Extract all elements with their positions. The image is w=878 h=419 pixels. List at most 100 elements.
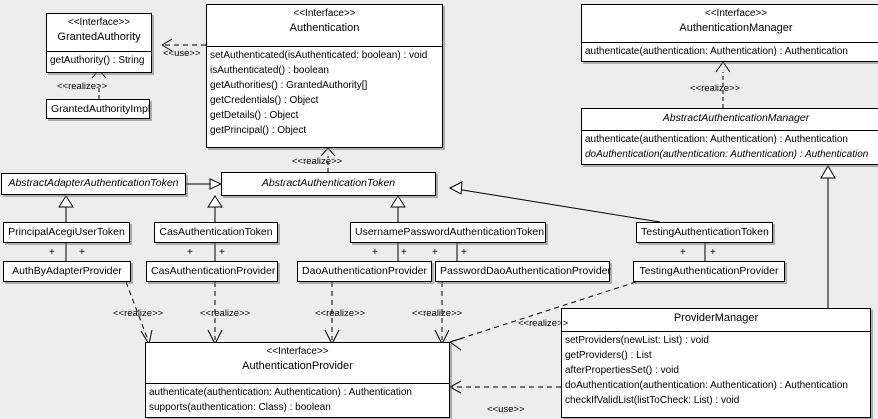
member-row: getDetails() : Object	[210, 110, 299, 121]
member-row: getAuthority() : String	[50, 55, 145, 66]
stereotype-label: <<Interface>>	[67, 17, 131, 28]
class-box-provider-manager[interactable]: ProviderManager setProviders(newList: Li…	[561, 308, 871, 418]
edge-label-realize-dao-provider: <<realize>>	[315, 308, 366, 319]
class-box-testing-authentication-provider[interactable]: TestingAuthenticationProvider	[633, 261, 785, 282]
class-box-granted-authority-impl[interactable]: GrantedAuthorityImpl	[46, 99, 150, 119]
class-box-authentication[interactable]: <<Interface>> Authentication setAuthenti…	[206, 4, 443, 148]
class-box-username-password-authentication-token[interactable]: UsernamePasswordAuthenticationToken	[350, 222, 546, 243]
member-row: afterPropertiesSet() : void	[565, 365, 679, 376]
member-row: setProviders(newList: List) : void	[565, 335, 709, 346]
class-header-dao-authentication-provider: DaoAuthenticationProvider	[298, 262, 431, 281]
class-header-cas-authentication-provider: CasAuthenticationProvider	[147, 262, 277, 281]
class-header-abstract-adapter-authentication-token: AbstractAdapterAuthenticationToken	[2, 174, 185, 193]
class-header-testing-authentication-token: TestingAuthenticationToken	[637, 223, 772, 242]
class-name-label: PasswordDaoAuthenticationProvider	[440, 265, 612, 277]
member-row: authenticate(authentication: Authenticat…	[149, 387, 412, 398]
association-marker-plus: +	[219, 247, 225, 258]
class-header-abstract-authentication-token: AbstractAuthenticationToken	[222, 173, 435, 193]
association-marker-plus: +	[432, 247, 438, 258]
class-header-auth-by-adapter-provider: AuthByAdapterProvider	[4, 262, 130, 281]
member-row: authenticate(authentication: Authenticat…	[585, 46, 848, 57]
class-header-username-password-authentication-token: UsernamePasswordAuthenticationToken	[351, 223, 545, 242]
edge-label-realize-provider-manager: <<realize>>	[518, 318, 569, 329]
association-marker-plus: +	[49, 247, 55, 258]
class-name-label: Authentication	[289, 22, 360, 34]
class-header-testing-authentication-provider: TestingAuthenticationProvider	[634, 262, 784, 281]
class-members-provider-manager: setProviders(newList: List) : void getPr…	[562, 332, 870, 409]
class-name-label: UsernamePasswordAuthenticationToken	[355, 226, 545, 238]
member-row: getCredentials() : Object	[210, 95, 319, 106]
stereotype-label: <<Interface>>	[704, 8, 768, 19]
class-box-abstract-authentication-token[interactable]: AbstractAuthenticationToken	[221, 172, 436, 196]
class-members-authentication: setAuthenticated(isAuthenticated: boolea…	[207, 47, 442, 139]
association-marker-plus: +	[372, 247, 378, 258]
class-name-label: AuthenticationManager	[679, 22, 793, 34]
edge-label-realize-password-dao-provider: <<realize>>	[412, 308, 463, 319]
class-header-principal-acegi-user-token: PrincipalAcegiUserToken	[4, 223, 129, 242]
association-marker-plus: +	[680, 247, 686, 258]
class-name-label: GrantedAuthority	[57, 31, 141, 43]
class-box-abstract-adapter-authentication-token[interactable]: AbstractAdapterAuthenticationToken	[1, 173, 186, 195]
class-box-auth-by-adapter-provider[interactable]: AuthByAdapterProvider	[3, 261, 131, 282]
member-row: checkIfValidList(listToCheck: List) : vo…	[565, 395, 740, 406]
class-name-label: CasAuthenticationToken	[159, 226, 273, 238]
class-box-principal-acegi-user-token[interactable]: PrincipalAcegiUserToken	[3, 222, 130, 243]
class-header-cas-authentication-token: CasAuthenticationToken	[155, 223, 277, 242]
class-box-authentication-manager[interactable]: <<Interface>> AuthenticationManager auth…	[581, 4, 878, 62]
class-name-label: AuthByAdapterProvider	[12, 265, 122, 277]
association-marker-plus: +	[710, 247, 716, 258]
member-row: doAuthentication(authentication: Authent…	[565, 380, 848, 391]
edge-label-realize-authentication-token: <<realize>>	[292, 156, 343, 167]
edge-label-realize-cas-provider: <<realize>>	[200, 308, 251, 319]
class-header-password-dao-authentication-provider: PasswordDaoAuthenticationProvider	[436, 262, 612, 281]
association-marker-plus: +	[401, 247, 407, 258]
edge-label-use-provider-manager: <<use>>	[487, 404, 525, 415]
edge-label-realize-auth-by-adapter: <<realize>>	[113, 308, 164, 319]
class-name-label: AuthenticationProvider	[242, 360, 353, 372]
member-row: isAuthenticated() : boolean	[210, 65, 329, 76]
stereotype-label: <<Interface>>	[266, 346, 329, 357]
member-row: getAuthorities() : GrantedAuthority[]	[210, 80, 368, 91]
class-header-abstract-authentication-manager: AbstractAuthenticationManager	[582, 109, 878, 131]
class-name-label: TestingAuthenticationProvider	[639, 265, 779, 277]
member-row: supports(authentication: Class) : boolea…	[149, 402, 331, 413]
class-header-authentication: <<Interface>> Authentication	[207, 5, 442, 47]
class-box-authentication-provider[interactable]: <<Interface>> AuthenticationProvider aut…	[145, 342, 450, 418]
class-box-password-dao-authentication-provider[interactable]: PasswordDaoAuthenticationProvider	[435, 261, 612, 282]
class-members-authentication-manager: authenticate(authentication: Authenticat…	[582, 43, 878, 60]
class-name-label: AbstractAuthenticationManager	[662, 112, 810, 124]
class-name-label: CasAuthenticationProvider	[151, 265, 276, 277]
class-header-granted-authority: <<Interface>> GrantedAuthority	[47, 14, 151, 52]
association-marker-plus: +	[461, 247, 467, 258]
class-header-provider-manager: ProviderManager	[562, 309, 870, 332]
class-name-label: PrincipalAcegiUserToken	[8, 226, 125, 238]
class-box-granted-authority[interactable]: <<Interface>> GrantedAuthority getAuthor…	[46, 13, 152, 73]
member-row: getProviders() : List	[565, 350, 652, 361]
member-row: setAuthenticated(isAuthenticated: boolea…	[210, 50, 428, 61]
member-row: authenticate(authentication: Authenticat…	[585, 134, 848, 145]
class-name-label: AbstractAuthenticationToken	[261, 177, 396, 189]
class-box-abstract-authentication-manager[interactable]: AbstractAuthenticationManager authentica…	[581, 108, 878, 165]
class-header-authentication-manager: <<Interface>> AuthenticationManager	[582, 5, 878, 43]
class-header-authentication-provider: <<Interface>> AuthenticationProvider	[146, 343, 449, 384]
edge-label-realize-authentication-manager: <<realize>>	[690, 83, 741, 94]
class-header-granted-authority-impl: GrantedAuthorityImpl	[47, 100, 151, 119]
member-row: doAuthentication(authentication: Authent…	[585, 149, 869, 160]
class-box-cas-authentication-provider[interactable]: CasAuthenticationProvider	[146, 261, 278, 282]
class-box-dao-authentication-provider[interactable]: DaoAuthenticationProvider	[297, 261, 432, 282]
class-name-label: TestingAuthenticationToken	[641, 226, 769, 238]
association-marker-plus: +	[187, 247, 193, 258]
association-marker-plus: +	[79, 247, 85, 258]
class-box-testing-authentication-token[interactable]: TestingAuthenticationToken	[636, 222, 773, 243]
class-members-granted-authority: getAuthority() : String	[47, 52, 151, 69]
class-box-cas-authentication-token[interactable]: CasAuthenticationToken	[154, 222, 278, 243]
class-name-label: GrantedAuthorityImpl	[51, 103, 151, 115]
edge-label-realize-granted-authority: <<realize>>	[57, 81, 108, 92]
class-members-abstract-authentication-manager: authenticate(authentication: Authenticat…	[582, 131, 878, 163]
stereotype-label: <<Interface>>	[293, 8, 356, 19]
member-row: getPrincipal() : Object	[210, 125, 307, 136]
class-name-label: ProviderManager	[673, 312, 759, 324]
class-name-label: AbstractAdapterAuthenticationToken	[8, 177, 179, 189]
edge-label-use-granted-authority: <<use>>	[163, 48, 201, 59]
class-name-label: DaoAuthenticationProvider	[302, 265, 427, 277]
